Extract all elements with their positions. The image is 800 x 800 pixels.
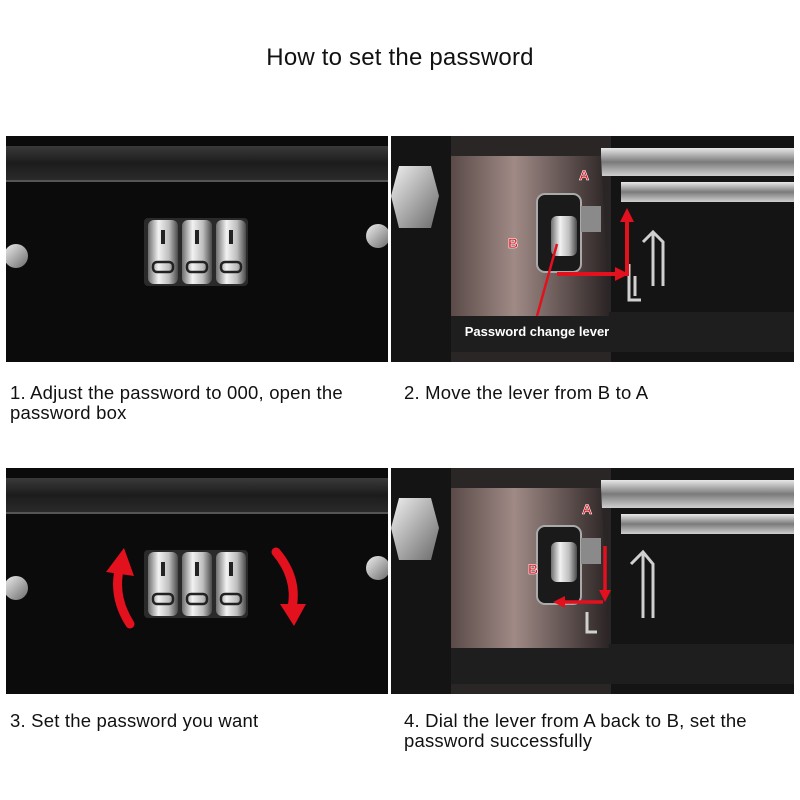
screw-right-icon: [366, 556, 388, 580]
rotate-up-arrow-icon: [106, 548, 135, 629]
red-arrow-right-icon: [557, 267, 629, 281]
screw-left-icon: [6, 244, 28, 268]
step-3-caption: 3. Set the password you want: [10, 710, 259, 731]
screw-left-icon: [6, 576, 28, 600]
label-b: B: [508, 235, 518, 251]
step-2-photo: A B Password change lever: [391, 136, 794, 362]
label-b: B: [528, 561, 538, 577]
step-4-photo: A B: [391, 468, 794, 694]
step-4-caption: 4. Dial the lever from A back to B, set …: [404, 710, 747, 751]
screw-right-icon: [366, 224, 388, 248]
page-title: How to set the password: [266, 44, 534, 71]
step-1-caption: 1. Adjust the password to 000, open the …: [10, 382, 343, 423]
combination-dials-icon: [144, 550, 248, 618]
nut-icon: [391, 166, 439, 228]
lever-icon: [551, 542, 577, 582]
nut-icon: [391, 498, 439, 560]
red-arrow-left-icon: [553, 596, 603, 608]
step-2-caption: 2. Move the lever from B to A: [404, 382, 649, 403]
step-1-photo: [6, 136, 388, 362]
red-arrow-up-icon: [620, 208, 634, 276]
combination-dials-icon: [144, 218, 248, 286]
label-a: A: [579, 167, 589, 183]
step-3-photo: [6, 468, 388, 694]
red-arrow-down-icon: [599, 546, 611, 602]
lever-annotation: Password change lever: [465, 324, 610, 339]
rotate-down-arrow-icon: [271, 547, 306, 626]
label-a: A: [582, 501, 592, 517]
